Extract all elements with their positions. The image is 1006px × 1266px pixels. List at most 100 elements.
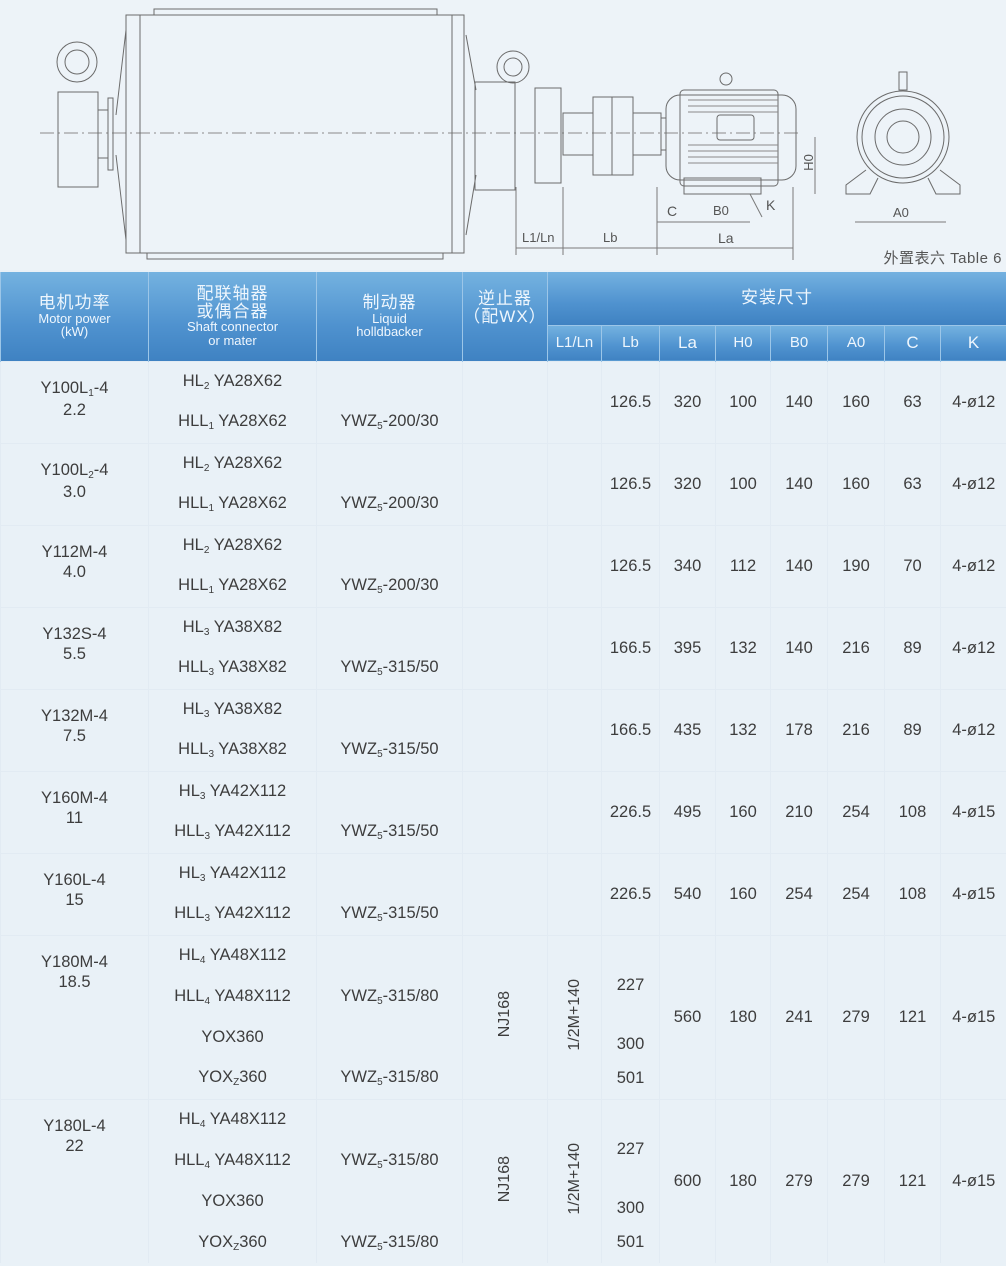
label-k: K xyxy=(766,197,776,213)
coupling-cell: HL3 YA42X112 xyxy=(148,770,317,812)
c-cell: 63 xyxy=(884,360,941,443)
table-caption: 外置表六 Table 6 xyxy=(883,250,1002,267)
coupling-cell: HLL1 YA28X62 xyxy=(148,484,317,525)
la-cell: 320 xyxy=(659,442,716,525)
l1ln-value: 1/2M+140 xyxy=(565,978,583,1051)
lb-cell: 501 xyxy=(601,1222,660,1263)
brake-cell xyxy=(316,524,463,566)
backstop-cell xyxy=(462,606,548,689)
coupling-cell: HL2 YA28X62 xyxy=(148,442,317,484)
l1ln-cell xyxy=(547,688,602,771)
motor-model: Y180L-4 xyxy=(43,1116,106,1135)
brake-cell: YWZ5-315/50 xyxy=(316,894,463,935)
la-cell: 435 xyxy=(659,688,716,771)
la-cell: 395 xyxy=(659,606,716,689)
motor-model: Y180M-4 xyxy=(41,952,108,971)
b0-cell: 279 xyxy=(770,1098,828,1263)
la-cell: 540 xyxy=(659,852,716,935)
motor-model: Y132S-4 xyxy=(42,624,107,643)
b0-cell: 178 xyxy=(770,688,828,771)
backstop-cell xyxy=(462,524,548,607)
a0-cell: 190 xyxy=(827,524,885,607)
lb-cell: 166.5 xyxy=(601,688,660,771)
c-cell: 89 xyxy=(884,606,941,689)
b0-cell: 140 xyxy=(770,606,828,689)
motor-power: 18.5 xyxy=(58,973,91,992)
motor-power: 7.5 xyxy=(63,727,86,746)
c-cell: 89 xyxy=(884,688,941,771)
a0-cell: 216 xyxy=(827,688,885,771)
h0-cell: 160 xyxy=(715,770,771,853)
b0-cell: 254 xyxy=(770,852,828,935)
k-cell: 4-ø15 xyxy=(940,770,1006,853)
a0-cell: 254 xyxy=(827,770,885,853)
coupling-cell: HL2 YA28X62 xyxy=(148,360,317,402)
coupling-cell: YOX360 xyxy=(148,1017,317,1058)
k-cell: 4-ø15 xyxy=(940,934,1006,1099)
backstop-cell xyxy=(462,852,548,935)
brake-cell: YWZ5-315/80 xyxy=(316,976,463,1017)
k-cell: 4-ø12 xyxy=(940,524,1006,607)
k-cell: 4-ø12 xyxy=(940,442,1006,525)
label-l1ln: L1/Ln xyxy=(522,230,555,245)
k-cell: 4-ø15 xyxy=(940,1098,1006,1263)
lb-cell: 126.5 xyxy=(601,442,660,525)
l1ln-cell xyxy=(547,606,602,689)
h0-cell: 132 xyxy=(715,606,771,689)
h0-cell: 112 xyxy=(715,524,771,607)
coupling-cell: HLL1 YA28X62 xyxy=(148,566,317,607)
coupling-cell: HLL3 YA42X112 xyxy=(148,894,317,935)
h0-cell: 180 xyxy=(715,1098,771,1263)
c-cell: 121 xyxy=(884,1098,941,1263)
brake-cell: YWZ5-200/30 xyxy=(316,566,463,607)
header-lb: Lb xyxy=(601,324,660,361)
lb-cell: 300 xyxy=(601,1181,660,1222)
header-shaft-connector: 配联轴器 或偶合器 Shaft connector or mater xyxy=(148,272,317,361)
backstop-cell xyxy=(462,360,548,443)
b0-cell: 241 xyxy=(770,934,828,1099)
brake-cell xyxy=(316,1098,463,1140)
header-install-dimensions: 安装尺寸 xyxy=(547,272,1006,325)
header-brake: 制动器 Liquid holldbacker xyxy=(316,272,463,361)
coupling-cell: HLL4 YA48X112 xyxy=(148,1140,317,1181)
lb-cell: 126.5 xyxy=(601,360,660,443)
header-l1ln: L1/Ln xyxy=(547,324,602,361)
header-backstop: 逆止器 （配WX） xyxy=(462,272,548,361)
brake-cell xyxy=(316,770,463,812)
h0-cell: 180 xyxy=(715,934,771,1099)
motor-power: 11 xyxy=(65,809,84,828)
lb-cell: 227 xyxy=(601,934,660,1017)
backstop-cell xyxy=(462,688,548,771)
brake-cell: YWZ5-200/30 xyxy=(316,402,463,443)
k-cell: 4-ø15 xyxy=(940,852,1006,935)
h0-cell: 100 xyxy=(715,442,771,525)
pulley-motor-diagram xyxy=(40,8,961,260)
k-cell: 4-ø12 xyxy=(940,688,1006,771)
coupling-cell: HL3 YA38X82 xyxy=(148,688,317,730)
motor-power: 5.5 xyxy=(63,645,86,664)
coupling-cell: HL3 YA42X112 xyxy=(148,852,317,894)
header-motor-power: 电机功率 Motor power (kW) xyxy=(0,272,149,361)
backstop-cell xyxy=(462,442,548,525)
brake-cell: YWZ5-315/50 xyxy=(316,730,463,771)
motor-power: 15 xyxy=(65,891,84,910)
brake-cell xyxy=(316,1181,463,1222)
a0-cell: 279 xyxy=(827,1098,885,1263)
l1ln-cell xyxy=(547,852,602,935)
l1ln-value: 1/2M+140 xyxy=(565,1142,583,1215)
c-cell: 70 xyxy=(884,524,941,607)
motor-model: Y100L2-4 xyxy=(40,460,109,481)
backstop-cell: NJ168 xyxy=(462,934,548,1099)
la-cell: 320 xyxy=(659,360,716,443)
brake-cell xyxy=(316,442,463,484)
